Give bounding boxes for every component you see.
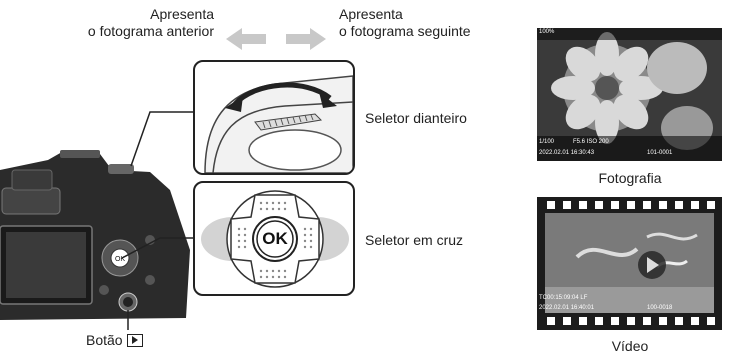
video-datetime-text: 2022.02.01 16:40:01 [539,305,595,311]
next-frame-label-line2: o fotograma seguinte [339,23,471,39]
video-frame-image [537,197,722,330]
right-arrow-icon [286,28,326,50]
camera-illustration: OK [0,150,190,326]
arrow-pad-illustration [201,190,349,288]
previous-frame-label-line1: Apresenta [150,6,214,22]
video-file-number-text: 100-0018 [647,305,673,311]
front-dial-label: Seletor dianteiro [365,110,467,126]
direction-arrows [226,28,326,50]
photo-caption: Fotografia [598,170,662,186]
rotate-right-arrow-icon [319,92,337,108]
video-playback-screen: TC00:15:09:04 LF 2022.02.01 16:40:01 100… [537,197,722,330]
front-dial-illustration [204,75,353,173]
ok-button-label: OK [262,229,288,248]
left-arrow-icon [226,28,266,50]
photo-datetime-text: 2022.02.01 16:30:43 [539,150,595,156]
video-caption: Vídeo [611,338,649,354]
photo-exposure-text: F5.6 ISO 200 [573,139,609,145]
video-timecode-text: TC00:15:09:04 LF [539,295,588,301]
photo-zoom-text: 100% [539,29,555,35]
photo-file-number-text: 101-0001 [647,150,673,156]
arrow-pad-detail-box: OK [193,181,355,296]
photo-playback-screen: 100% 1/100 F5.6 ISO 200 2022.02.01 16:30… [537,28,722,161]
rotate-left-arrow-icon [225,96,243,112]
photo-shutter-text: 1/100 [539,139,555,145]
photo-flower-image [537,28,722,161]
svg-text:OK: OK [115,256,125,263]
play-button-label: Botão [86,332,123,348]
previous-frame-label-line2: o fotograma anterior [87,23,214,39]
next-frame-label-line1: Apresenta [339,6,403,22]
arrow-pad-label: Seletor em cruz [365,232,464,248]
play-icon [126,334,143,347]
front-dial-on-body [108,164,134,174]
film-sprocket-holes [547,201,715,325]
front-dial-detail-box [193,60,355,175]
play-button-caption: Botão [86,332,143,349]
next-frame-label: Apresenta o fotograma seguinte [339,6,519,40]
previous-frame-label: Apresenta o fotograma anterior [60,6,214,40]
